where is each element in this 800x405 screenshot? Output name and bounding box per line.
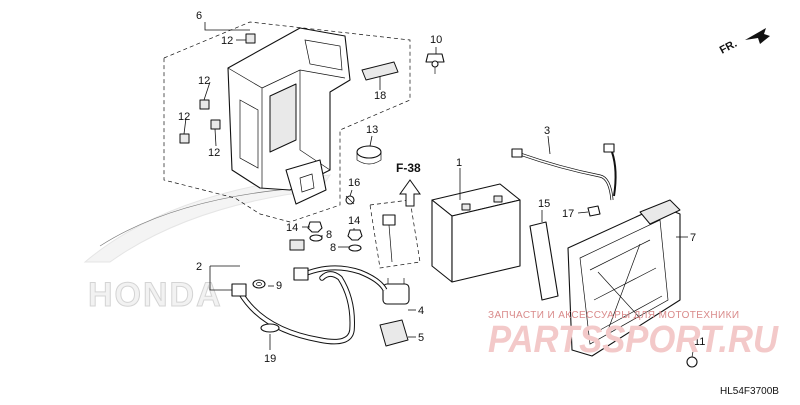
callout-15: 15 [538,198,550,210]
callout-8-b: 8 [330,242,336,254]
callout-17: 17 [562,208,574,220]
watermark-logo: PARTSSPORT.RU [488,319,779,361]
bolt-16 [345,195,355,205]
callout-12-b: 12 [198,75,210,87]
front-direction: FR. [718,28,770,57]
bolt-11 [686,345,698,368]
band-13 [356,145,382,165]
clip-12-d [210,119,221,130]
diagram-code: HL54F3700B [720,386,779,397]
clamp-19 [260,323,280,333]
callout-14-a: 14 [286,222,298,234]
front-arrow-icon [745,28,770,44]
callout-1: 1 [456,157,462,169]
battery-cable-3 [511,143,617,201]
battery-tray-7 [567,199,681,357]
reference-arrow-icon [399,179,421,207]
clip-12-b [199,99,210,110]
callouts: 6 12 12 12 12 10 18 13 16 14 8 14 8 2 9 … [178,10,705,365]
battery-band-15 [529,221,559,301]
battery-1 [431,183,521,283]
front-label: FR. [718,38,739,57]
callout-7: 7 [690,232,696,244]
nut-14-lower [347,229,363,241]
callout-11: 11 [694,336,705,348]
rubber-pad-18 [361,61,399,81]
group-outline-6 [163,21,411,223]
callout-10: 10 [430,34,442,46]
relay-cover-5 [379,319,409,347]
starter-relay-4 [382,278,410,305]
battery-box [227,27,351,205]
callout-19: 19 [264,353,276,365]
washer-9 [252,279,266,289]
callout-14-b: 14 [348,215,360,227]
clip-12-a [245,33,256,44]
nut-17 [587,205,601,217]
battery-cable-2 [231,239,388,345]
bolt-10 [425,53,445,74]
callout-6: 6 [196,10,202,22]
callout-18: 18 [374,90,386,102]
nut-14-upper [307,221,323,233]
reference-f38: F-38 [396,161,421,207]
callout-12-a: 12 [221,35,233,47]
washer-8-lower [348,244,362,252]
leader-lines [183,22,695,350]
callout-5: 5 [418,332,424,344]
relay-group-outline [369,199,421,269]
callout-16: 16 [348,177,360,189]
callout-13: 13 [366,124,378,136]
callout-9: 9 [276,280,282,292]
reference-label: F-38 [396,161,421,175]
relay-connector [382,214,396,263]
callout-2: 2 [196,261,202,273]
callout-3: 3 [544,125,550,137]
callout-12-c: 12 [178,111,190,123]
washer-8-upper [309,234,323,242]
callout-4: 4 [418,305,424,317]
watermark-caption: ЗАПЧАСТИ И АКСЕССУАРЫ ДЛЯ МОТОТЕХНИКИ [488,310,739,321]
callout-12-d: 12 [208,147,220,159]
clip-12-c [179,133,190,144]
honda-brand-text: HONDA [88,276,223,314]
callout-8-a: 8 [326,229,332,241]
